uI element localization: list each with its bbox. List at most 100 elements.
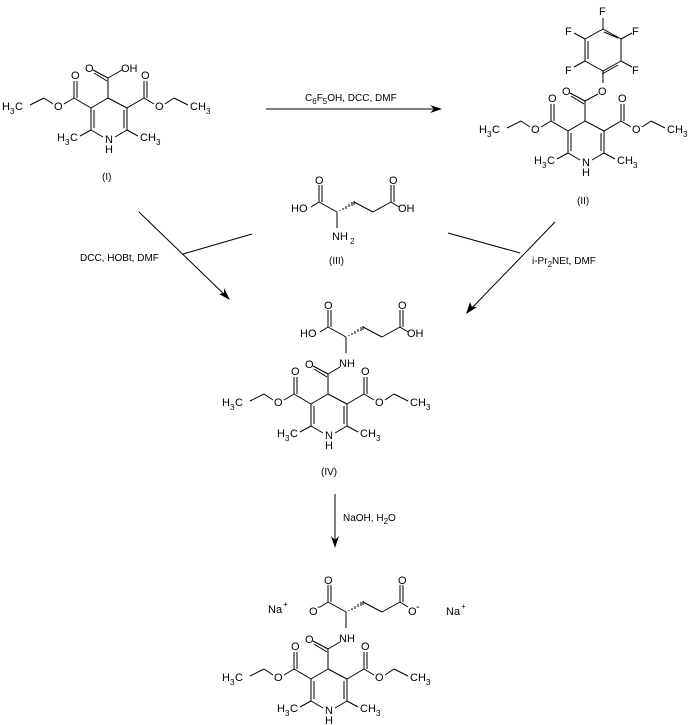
ester-oxygen: O xyxy=(291,366,300,378)
carboxylate-oxygen: O xyxy=(309,606,318,618)
compound-label-I: (I) xyxy=(102,172,111,183)
hydroxyl-group: OH xyxy=(407,328,424,340)
compound-label-III: (III) xyxy=(329,256,344,267)
compound-II: O O F F F F F O O H 3 C O O CH 3 H 3 C xyxy=(479,6,688,207)
amino-group: NH xyxy=(332,231,348,243)
subscript: 3 xyxy=(156,138,161,147)
reagent-r1: C6F5OH, DCC, DMF xyxy=(305,93,397,106)
nh-nitrogen: N xyxy=(325,705,333,717)
methyl-label: CH xyxy=(667,124,683,136)
subscript: 2 xyxy=(350,237,355,246)
subscript: 3 xyxy=(426,403,431,412)
ester-oxygen: O xyxy=(291,641,300,653)
ester-oxygen: O xyxy=(361,641,370,653)
nh-hydrogen: H xyxy=(582,167,590,179)
ester-oxygen: O xyxy=(274,397,283,409)
negative-charge: - xyxy=(317,601,321,613)
methyl-label: CH xyxy=(617,155,633,167)
fluorine: F xyxy=(599,6,606,18)
amide-nh: NH xyxy=(339,633,355,645)
methyl-label: C xyxy=(15,101,23,113)
methyl-label: C xyxy=(547,155,555,167)
subscript: 3 xyxy=(285,709,290,718)
nh-nitrogen: N xyxy=(105,134,113,146)
nh-hydrogen: H xyxy=(105,144,113,156)
arrow-IV-to-V: NaOH, H2O xyxy=(331,494,396,548)
ester-oxygen: O xyxy=(632,124,641,136)
sodium-ion: Na xyxy=(268,604,283,616)
subscript: 3 xyxy=(230,403,235,412)
amide-oxygen: O xyxy=(305,359,314,371)
compound-III: O O HO OH NH 2 (III) xyxy=(291,175,415,267)
methyl-label: C xyxy=(70,132,78,144)
carbonyl-oxygen: O xyxy=(398,300,407,312)
hydroxyl-group: OH xyxy=(398,203,415,215)
ester-oxygen: O xyxy=(531,124,540,136)
hydroxyl-group: OH xyxy=(121,63,138,75)
methyl-label: H xyxy=(277,703,285,715)
methyl-label: H xyxy=(277,428,285,440)
methyl-label: CH xyxy=(410,397,426,409)
fluorine: F xyxy=(565,65,572,77)
nh-hydrogen: H xyxy=(325,715,333,725)
compound-label-IV: (IV) xyxy=(321,467,337,478)
methyl-label: CH xyxy=(410,672,426,684)
arrow-II-III-to-IV: i-Pr2NEt, DMF xyxy=(447,221,596,314)
methyl-label: CH xyxy=(360,428,376,440)
methyl-label: C xyxy=(235,672,243,684)
compound-I: O OH O O H 3 C O O CH 3 H 3 C N H CH 3 (… xyxy=(2,63,211,183)
fluorine: F xyxy=(565,26,572,38)
ester-oxygen: O xyxy=(155,101,164,113)
ester-oxygen: O xyxy=(361,366,370,378)
subscript: 3 xyxy=(487,130,492,139)
fluorine: F xyxy=(632,65,639,77)
positive-charge: + xyxy=(461,602,466,611)
methyl-label: H xyxy=(57,132,65,144)
nh-nitrogen: N xyxy=(325,430,333,442)
hydroxyl-group: HO xyxy=(291,203,308,215)
reagent-r4: NaOH, H2O xyxy=(343,513,396,526)
nh-nitrogen: N xyxy=(582,157,590,169)
ester-oxygen: O xyxy=(54,101,63,113)
ester-oxygen: O xyxy=(548,93,557,105)
reagent-r3: i-Pr2NEt, DMF xyxy=(532,256,596,269)
carbonyl-oxygen: O xyxy=(85,63,94,75)
methyl-label: C xyxy=(492,124,500,136)
methyl-label: H xyxy=(222,672,230,684)
methyl-label: CH xyxy=(360,703,376,715)
methyl-label: C xyxy=(290,428,298,440)
subscript: 3 xyxy=(230,678,235,687)
amide-nh: NH xyxy=(339,358,355,370)
methyl-label: H xyxy=(2,101,10,113)
methyl-label: H xyxy=(222,397,230,409)
arrow-I-to-II: C6F5OH, DCC, DMF xyxy=(266,93,442,113)
sodium-ion: Na xyxy=(446,606,461,618)
nh-hydrogen: H xyxy=(325,440,333,452)
carbonyl-oxygen: O xyxy=(324,300,333,312)
carbonyl-oxygen: O xyxy=(562,86,571,98)
subscript: 3 xyxy=(426,678,431,687)
subscript: 3 xyxy=(542,161,547,170)
amide-oxygen: O xyxy=(305,634,314,646)
hydroxyl-group: HO xyxy=(300,328,317,340)
ester-oxygen: O xyxy=(375,672,384,684)
carbonyl-oxygen: O xyxy=(315,175,324,187)
carbonyl-oxygen: O xyxy=(398,575,407,587)
subscript: 3 xyxy=(376,709,381,718)
reagent-r2: DCC, HOBt, DMF xyxy=(80,253,159,264)
ester-oxygen: O xyxy=(274,672,283,684)
compound-V: O NH O O O - O - Na + Na + O O H 3 C O O… xyxy=(222,575,466,725)
compound-IV: O NH O O HO OH O O H 3 C O O CH 3 H 3 C … xyxy=(222,300,431,478)
subscript: 3 xyxy=(206,107,211,116)
methyl-label: C xyxy=(290,703,298,715)
methyl-label: H xyxy=(534,155,542,167)
negative-charge: - xyxy=(416,601,420,613)
aryl-ester-oxygen: O xyxy=(598,86,607,98)
ester-oxygen: O xyxy=(141,70,150,82)
subscript: 3 xyxy=(10,107,15,116)
arrow-I-III-to-IV: DCC, HOBt, DMF xyxy=(80,211,253,300)
subscript: 3 xyxy=(683,130,688,139)
methyl-label: H xyxy=(479,124,487,136)
carbonyl-oxygen: O xyxy=(389,175,398,187)
ester-oxygen: O xyxy=(618,93,627,105)
